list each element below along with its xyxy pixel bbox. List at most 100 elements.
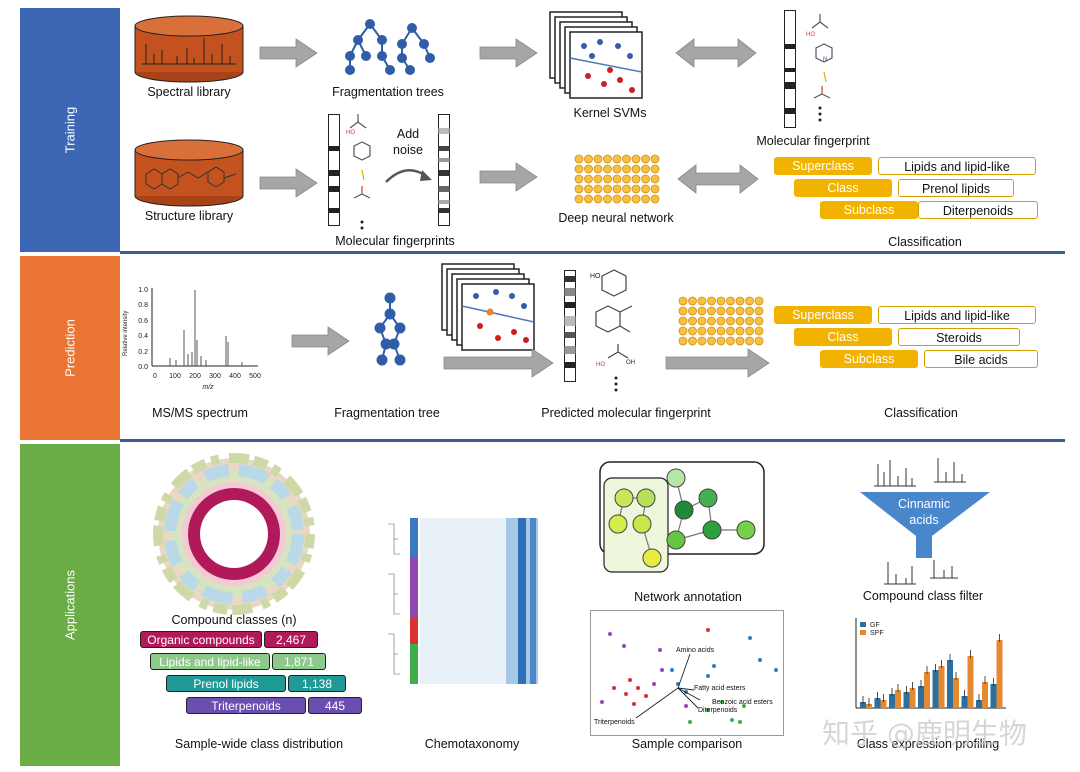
neuron-node: [650, 194, 660, 204]
chemotaxonomy-label: Chemotaxonomy: [424, 737, 520, 751]
double-arrow-icon: [677, 164, 759, 194]
arrow-right-icon: [479, 162, 538, 192]
network-annotation-label: Network annotation: [634, 590, 742, 604]
bar-gf: [860, 702, 866, 708]
class-row-name: Organic compounds: [140, 631, 262, 648]
spectrum-xtick: 400: [229, 373, 241, 380]
fragmentation-trees-label: Fragmentation trees: [332, 85, 444, 99]
neuron-node: [707, 336, 716, 346]
class-row-name: Triterpenoids: [186, 697, 306, 714]
svg-text:HO: HO: [590, 273, 601, 280]
neuron-node: [735, 326, 745, 336]
double-arrow-icon: [675, 38, 757, 68]
neuron-node: [650, 174, 660, 184]
neuron-node: [716, 336, 726, 346]
neuron-node: [574, 154, 584, 164]
applications-band: Applications: [20, 444, 120, 766]
neuron-node: [650, 154, 660, 164]
neuron-node: [688, 306, 697, 316]
neuron-node: [584, 184, 593, 194]
neuron-node: [641, 184, 650, 194]
neuron-node: [603, 174, 612, 184]
neuron-node: [603, 184, 612, 194]
neuron-node: [631, 194, 641, 204]
spectrum-ytick: 1.0: [138, 287, 148, 294]
neuron-node: [612, 154, 622, 164]
bar-spf: [982, 682, 988, 708]
prediction-class-value: Steroids: [898, 328, 1020, 346]
neuron-node: [622, 174, 631, 184]
spectrum-xlabel: m/z: [202, 384, 214, 391]
bar-spf: [909, 688, 916, 708]
neuron-node: [754, 306, 764, 316]
add-noise-label: Add noise: [393, 127, 423, 157]
bar-gf: [889, 694, 895, 708]
neuron-node: [612, 164, 622, 174]
svg-text:HO: HO: [806, 32, 815, 38]
neuron-node: [716, 306, 726, 316]
training-class-tag: Class: [794, 179, 892, 197]
neuron-node: [735, 306, 745, 316]
fragmentation-tree-icon: [374, 292, 406, 366]
neuron-node: [697, 316, 707, 326]
compound-class-filter-label: Compound class filter: [862, 589, 984, 603]
training-superclass-tag: Superclass: [774, 157, 872, 175]
deep-neural-network-label: Deep neural network: [558, 211, 674, 225]
neuron-node: [688, 316, 697, 326]
kernel-svm-icon: [441, 263, 535, 351]
ms-spectrum-label: MS/MS spectrum: [152, 406, 248, 420]
arrow-right-icon: [259, 38, 318, 68]
neuron-node: [678, 336, 688, 346]
neuron-node: [688, 326, 697, 336]
neuron-node: [678, 296, 688, 306]
neuron-node: [612, 194, 622, 204]
svg-text:OH: OH: [626, 360, 635, 366]
divider-training: [120, 251, 1065, 254]
structure-library-icon: [134, 139, 244, 207]
fingerprint-bar-noisy-icon: [438, 114, 450, 226]
ms-spectrum-plot: Relative intensity 1.0 0.8 0.6 0.4 0.2 0…: [123, 287, 261, 391]
neuron-node: [697, 326, 707, 336]
neuron-node: [745, 306, 754, 316]
pca-plot: [590, 610, 784, 736]
neuron-node: [678, 316, 688, 326]
neuron-node: [574, 174, 584, 184]
neuron-node: [707, 306, 716, 316]
bar-spf: [895, 690, 901, 708]
neuron-node: [745, 296, 754, 306]
neuron-node: [584, 194, 593, 204]
prediction-classification-label: Classification: [884, 406, 958, 420]
spectrum-xtick: 100: [169, 373, 181, 380]
sunburst-icon: [153, 453, 315, 615]
bar-gf: [990, 684, 997, 708]
sample-comparison-label: Sample comparison: [631, 737, 743, 751]
divider-prediction: [120, 439, 1065, 442]
neuron-node: [631, 154, 641, 164]
spectrum-xtick: 500: [249, 373, 261, 380]
sample-wide-label: Sample-wide class distribution: [174, 737, 344, 751]
arrow-right-long-icon: [443, 348, 554, 378]
neuron-node: [641, 194, 650, 204]
training-classification-label: Classification: [888, 235, 962, 249]
pca-label: Diterpenoids: [698, 707, 738, 714]
prediction-band: Prediction: [20, 256, 120, 440]
neuron-node: [678, 326, 688, 336]
class-row-count: 1,138: [288, 675, 346, 692]
neuron-node: [574, 164, 584, 174]
training-band: Training: [20, 8, 120, 252]
bar-gf: [903, 692, 910, 708]
neuron-node: [688, 296, 697, 306]
bar-legend-spf: SPF: [870, 630, 884, 637]
arrow-right-icon: [479, 38, 538, 68]
molecule-fragments-icon: HO N: [806, 14, 833, 122]
svg-text:N: N: [823, 57, 827, 63]
bar-spf: [953, 678, 959, 708]
neuron-node: [622, 154, 631, 164]
training-subclass-tag: Subclass: [820, 201, 918, 219]
bar-gf: [961, 696, 968, 708]
chemotaxonomy-heatmap: [388, 518, 538, 684]
bar-spf: [967, 656, 974, 708]
fingerprint-bar-icon: [328, 114, 340, 226]
training-class-value: Prenol lipids: [898, 179, 1014, 197]
neuron-node: [735, 316, 745, 326]
